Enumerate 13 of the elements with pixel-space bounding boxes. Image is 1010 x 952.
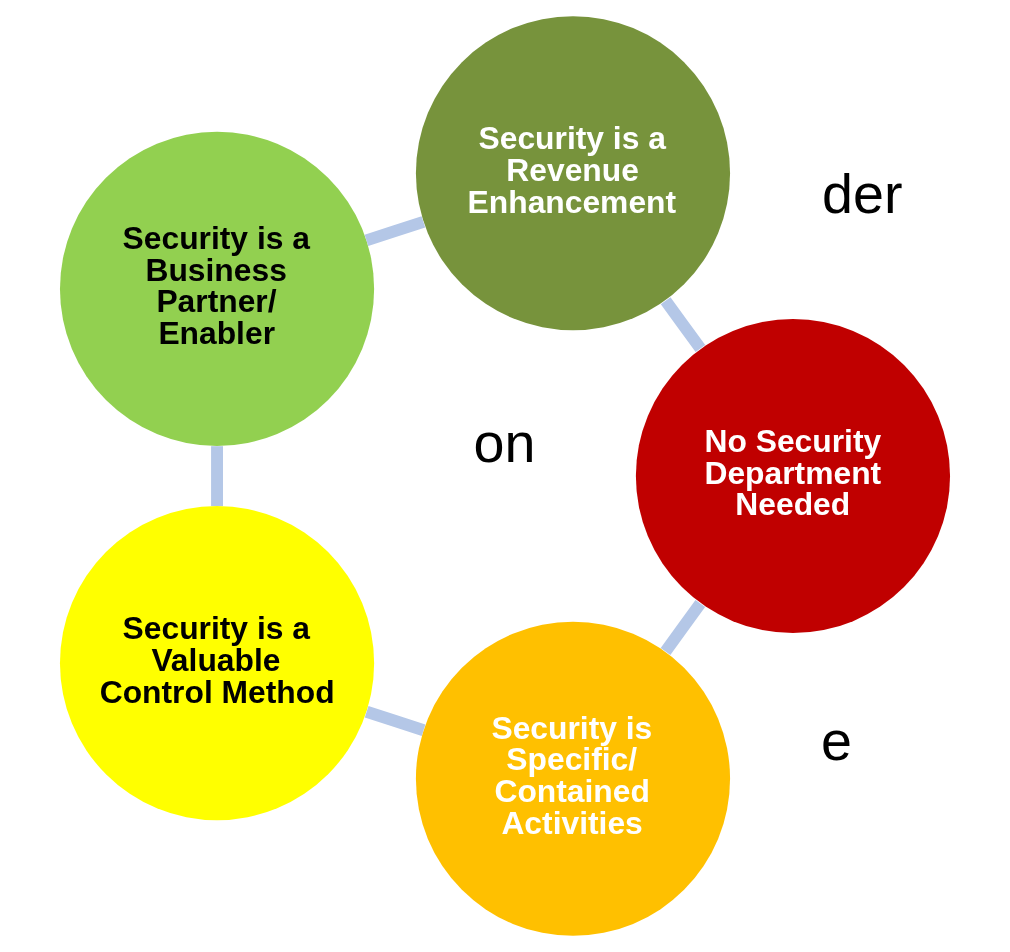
connector (211, 446, 223, 507)
node-circle: Security is a Valuable Control Method (59, 506, 375, 821)
connector (364, 706, 426, 736)
node-circle: Security is Specific/ Contained Activities (415, 621, 731, 936)
node-circle: Security is a Revenue Enhancement (415, 16, 731, 331)
node-circle: No Security Department Needed (635, 318, 951, 634)
label: on (473, 411, 536, 474)
label: e (821, 710, 852, 773)
node-circle: Security is a Business Partner/ Enabler (59, 131, 375, 446)
connector (660, 600, 706, 655)
connector (660, 297, 706, 353)
label: der (822, 163, 903, 226)
connector (364, 216, 426, 246)
